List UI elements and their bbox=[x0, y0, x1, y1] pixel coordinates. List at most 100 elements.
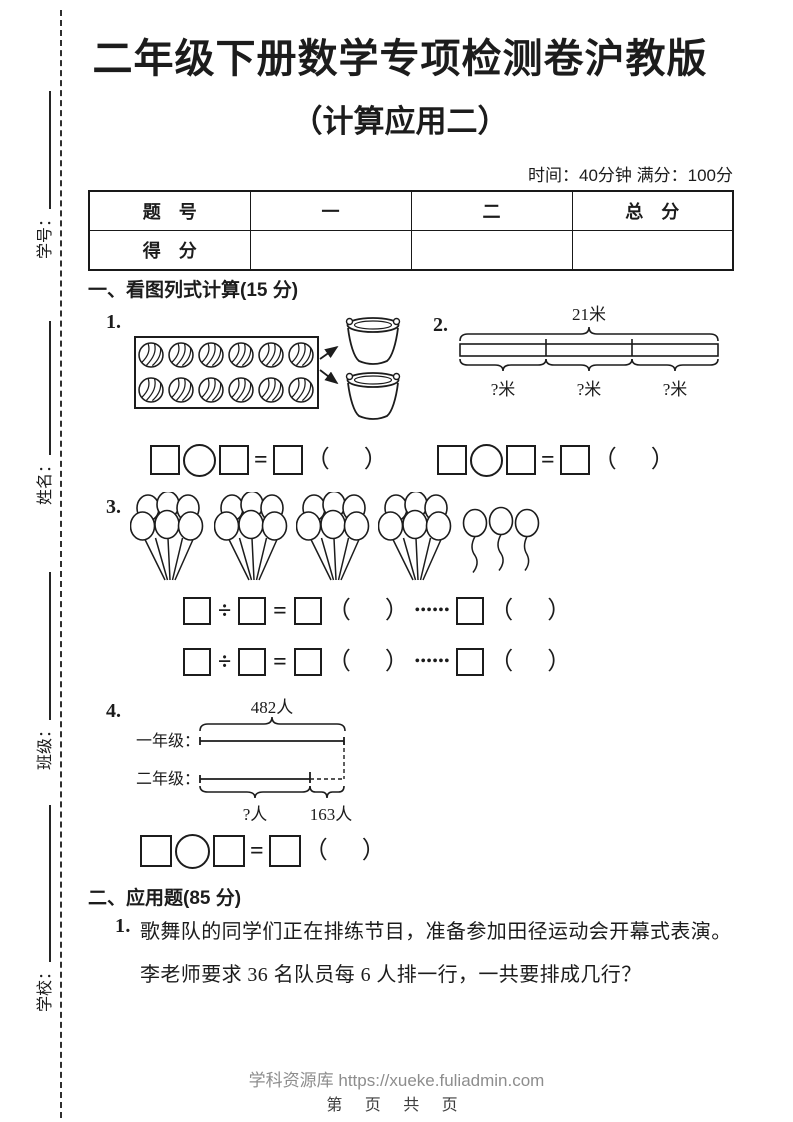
word-problem1-line1: 歌舞队的同学们正在排练节目，准备参加田径运动会开幕式表演。 bbox=[140, 921, 732, 943]
unit-parentheses: （） bbox=[326, 598, 409, 624]
unit-parentheses: （） bbox=[303, 838, 386, 864]
difference-label: 163人 bbox=[310, 805, 353, 824]
tape-dividers bbox=[545, 339, 633, 356]
balloon-bunch bbox=[296, 492, 370, 581]
equals-sign: = bbox=[541, 447, 555, 473]
school-blank bbox=[49, 805, 51, 962]
answer-box bbox=[238, 648, 267, 676]
answer-box bbox=[150, 445, 180, 475]
student-id-label: 学号： bbox=[37, 210, 54, 259]
operator-circle bbox=[470, 443, 503, 477]
answer-box bbox=[219, 445, 249, 475]
equals-sign: = bbox=[250, 838, 264, 864]
equals-sign: = bbox=[254, 447, 268, 473]
name-field: 姓名： bbox=[31, 321, 55, 505]
section-two-heading: 二、应用题(85 分) bbox=[88, 888, 242, 909]
page-subtitle: （计算应用二） bbox=[291, 104, 509, 139]
score-table-score-row: 得 分 bbox=[88, 230, 734, 271]
student-id-field: 学号： bbox=[31, 91, 55, 259]
problem3-number: 3. bbox=[106, 496, 121, 518]
tape-bar bbox=[459, 343, 719, 357]
remainder-dots: •••••• bbox=[414, 654, 451, 669]
balloon-bunch bbox=[214, 492, 288, 581]
bucket-icon bbox=[345, 317, 401, 365]
grade2-label: 二年级： bbox=[136, 770, 200, 788]
problem2-number: 2. bbox=[433, 314, 448, 336]
answer-box bbox=[559, 445, 590, 475]
header-question-no: 题 号 bbox=[88, 190, 251, 231]
answer-box bbox=[437, 445, 467, 475]
score-cell bbox=[410, 230, 573, 271]
remainder-box bbox=[456, 597, 485, 625]
operator-circle bbox=[175, 833, 210, 869]
grade1-bar bbox=[199, 737, 345, 745]
total-people-label: 482人 bbox=[251, 698, 294, 717]
score-table: 题 号 一 二 总 分 得 分 bbox=[88, 190, 734, 271]
seal-dashed-line bbox=[60, 10, 62, 1118]
header-total: 总 分 bbox=[571, 190, 734, 231]
equals-sign: = bbox=[273, 649, 287, 675]
equals-sign: = bbox=[273, 598, 287, 624]
problem4-number: 4. bbox=[106, 700, 121, 722]
score-row-label: 得 分 bbox=[88, 230, 251, 271]
grade2-bar bbox=[199, 772, 311, 783]
basketball-box bbox=[134, 336, 319, 409]
unit-parentheses: （） bbox=[305, 447, 388, 473]
single-balloons bbox=[462, 506, 540, 573]
unit-parentheses: （） bbox=[489, 649, 572, 675]
bar-diagram-482: 482人 一年级： 二年级： ?人 163人 bbox=[136, 698, 353, 824]
remainder-box bbox=[456, 648, 485, 676]
balloons-figure bbox=[130, 492, 540, 581]
unit-parentheses: （） bbox=[592, 447, 675, 473]
answer-box bbox=[183, 597, 211, 625]
arrow-to-bottom-bucket-icon bbox=[319, 369, 339, 385]
overbrace bbox=[199, 716, 346, 732]
equation-problem1: = （） bbox=[150, 441, 388, 479]
word-problem1-line2: 李老师要求 36 名队员每 6 人排一行，一共要排成几行？ bbox=[140, 964, 642, 986]
tape-diagram-21m: 21米 ?米 ?米 ?米 bbox=[459, 305, 719, 399]
source-watermark: 学科资源库 https://xueke.fuliadmin.com bbox=[248, 1071, 545, 1090]
header-section-one: 一 bbox=[249, 190, 412, 231]
underbrace bbox=[631, 358, 719, 372]
division-equation-2: ÷ = （） •••••• （） bbox=[183, 643, 571, 681]
answer-box bbox=[238, 597, 267, 625]
student-id-blank bbox=[49, 91, 51, 209]
score-cell bbox=[249, 230, 412, 271]
answer-box bbox=[140, 835, 172, 867]
answer-box bbox=[213, 835, 245, 867]
part-label: ?米 bbox=[577, 380, 602, 399]
basketballs-and-buckets-figure bbox=[134, 317, 401, 420]
unit-parentheses: （） bbox=[326, 649, 409, 675]
underbrace bbox=[545, 358, 633, 372]
answer-box bbox=[293, 597, 322, 625]
underbrace bbox=[459, 358, 547, 372]
divide-sign: ÷ bbox=[218, 598, 232, 624]
answer-box bbox=[293, 648, 322, 676]
page-number-info: 第 页 共 页 bbox=[326, 1097, 467, 1114]
equation-problem4: = （） bbox=[140, 832, 386, 870]
underbrace bbox=[309, 785, 345, 799]
score-table-header-row: 题 号 一 二 总 分 bbox=[88, 190, 734, 231]
equation-problem2: = （） bbox=[437, 441, 675, 479]
answer-box bbox=[506, 445, 536, 475]
name-label: 姓名： bbox=[37, 456, 54, 505]
problem1-number: 1. bbox=[106, 311, 121, 333]
score-cell bbox=[571, 230, 734, 271]
division-equation-1: ÷ = （） •••••• （） bbox=[183, 592, 571, 630]
word-problem1-number: 1. bbox=[115, 915, 131, 937]
balloon-bunch bbox=[130, 492, 204, 581]
class-field: 班级： bbox=[31, 572, 55, 770]
time-score-info: 时间：40分钟 满分：100分 bbox=[528, 166, 733, 185]
header-section-two: 二 bbox=[410, 190, 573, 231]
answer-box bbox=[268, 835, 301, 867]
section-one-heading: 一、看图列式计算(15 分) bbox=[88, 280, 299, 301]
total-length-label: 21米 bbox=[572, 305, 606, 324]
underbrace bbox=[199, 785, 311, 799]
page-title: 二年级下册数学专项检测卷沪教版 bbox=[92, 37, 708, 81]
divide-sign: ÷ bbox=[218, 649, 232, 675]
class-blank bbox=[49, 572, 51, 720]
arrow-to-top-bucket-icon bbox=[319, 345, 339, 360]
answer-box bbox=[183, 648, 211, 676]
unit-parentheses: （） bbox=[489, 598, 572, 624]
